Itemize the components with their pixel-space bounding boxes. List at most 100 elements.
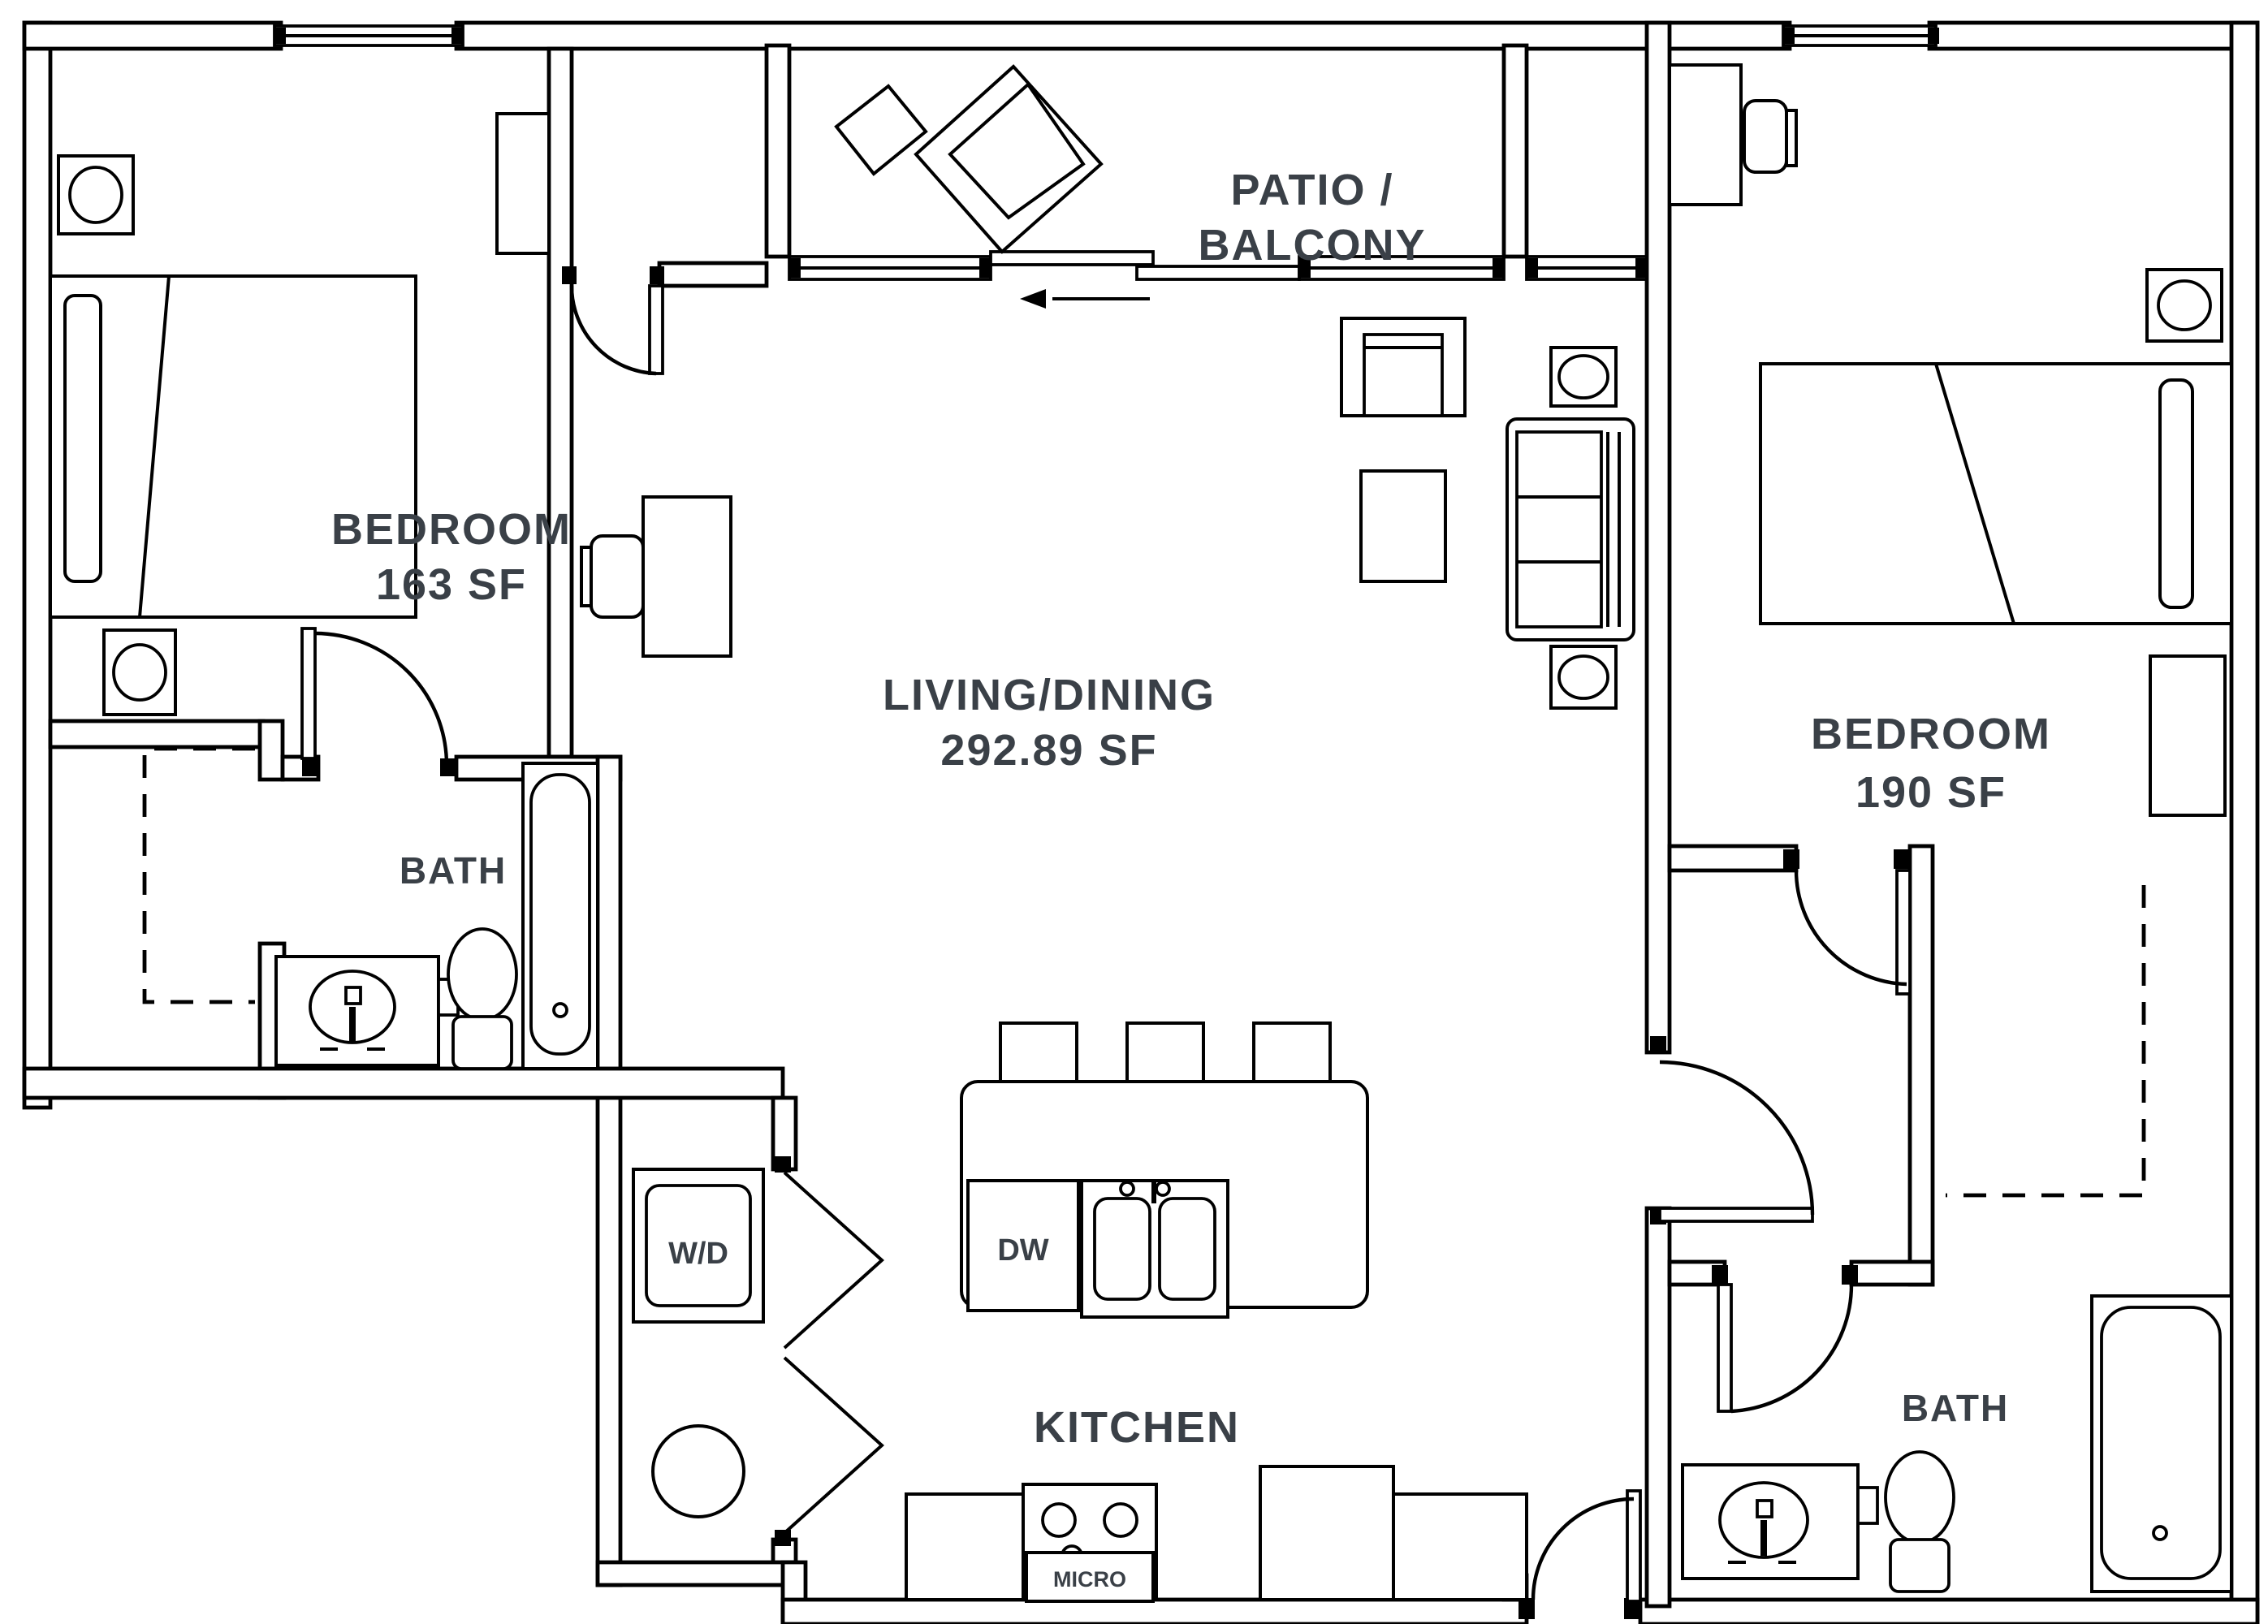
bedroom1-furniture [49,112,551,716]
washer-dryer-label: W/D [668,1237,728,1271]
queen-bed [49,274,417,619]
door-bifold-laundry [775,1156,884,1546]
closet-dashed-bath1 [142,746,255,1004]
wall-laundry-west [595,754,623,1587]
wall-bedroom1-east [546,46,574,759]
window-bedroom1 [273,24,464,47]
wall-bedroom1-south-step [257,719,285,782]
laundry-closet [632,1168,765,1518]
tub-drain [2152,1525,2168,1541]
closet-dashed-bath2 [1946,885,2146,1198]
bar-stool [999,1021,1078,1083]
patio-lounge-seat [948,81,1086,220]
wall-laundry-south [595,1560,795,1587]
bedroom1-area-label: 163 SF [376,560,527,609]
door-bath2 [1712,1265,1858,1414]
bedroom2-furniture [1668,63,2233,817]
wall-top-main [454,20,1792,51]
wall-bedroom2-west-lower [1644,1206,1672,1609]
dishwasher-label: DW [997,1233,1048,1268]
desk-chair [1743,99,1788,174]
kitchen-label: KITCHEN [1034,1403,1240,1452]
sofa [1506,417,1635,641]
window-bedroom2 [1782,24,1939,47]
wall-patio-right [1501,43,1529,259]
wall-top-bedroom2-right [1927,20,2260,51]
bath1-fixtures [274,762,599,1070]
coffee-table [1359,469,1447,583]
wall-bedroom1-south-left [48,719,266,749]
lamp-icon [1557,654,1609,700]
refrigerator [1259,1465,1395,1601]
wall-bath2-north-right [1849,1259,1935,1287]
bed-fold-line [1934,363,2015,624]
window-living-notch [1525,255,1648,281]
dishwasher [966,1179,1080,1312]
vanity-sink [1681,1463,1879,1580]
lamp-icon [2157,279,2212,331]
door-nook-closet [562,266,664,376]
lamp-icon [112,643,167,702]
desk [642,495,732,658]
toilet [447,927,518,1070]
wall-closet2-west [1907,844,1935,1287]
room-labels: BEDROOM 163 SF PATIO / BALCONY LIVING/DI… [331,166,2050,1592]
wall-left-exterior [22,20,53,1110]
counter [905,1492,1025,1601]
wall-kitchen-south [780,1597,1529,1624]
patio-furniture [834,64,1104,254]
wall-nook-closet [657,261,769,288]
desk-chair-back [1785,109,1798,167]
patio-label-line2: BALCONY [1199,221,1427,270]
window-patio-left [788,255,992,281]
wall-bedroom2-south [1667,844,1799,873]
armchair [1340,317,1467,417]
microwave [1025,1551,1155,1603]
living-area-label: 292.89 SF [940,726,1157,775]
patio-label-line1: PATIO / [1231,166,1394,214]
sliding-door-patio [989,250,1301,309]
bathtub [521,762,599,1070]
walls [22,20,2260,1624]
door-bedroom1-bath [300,627,456,776]
windows [273,24,1939,309]
washer-dryer-inner [645,1184,752,1307]
bed-fold-line [138,275,171,618]
wall-top-bedroom1-left [22,20,283,51]
bed-pillow [2158,378,2194,609]
slide-arrow-icon [1020,289,1046,309]
bedroom2-area-label: 190 SF [1855,768,2007,817]
bed-pillow [63,294,102,583]
dresser [495,112,551,255]
desk [1668,63,1743,206]
door-hall-vestibule [1650,1036,1815,1224]
doors [300,266,1912,1619]
double-sink [1080,1179,1229,1319]
counter [1392,1492,1528,1601]
stove [1022,1483,1158,1603]
bar-stool [1125,1021,1205,1083]
lamp-icon [1557,354,1609,400]
bedroom1-label: BEDROOM [331,505,572,554]
bath2-fixtures [1681,1294,2233,1593]
tub-drain [552,1002,568,1018]
bathtub [2090,1294,2233,1593]
water-heater [651,1424,745,1518]
wall-bedroom2-west-upper [1644,20,1672,1055]
wall-right-exterior [2229,20,2260,1624]
wall-south-east [1638,1597,2260,1624]
living-furniture [580,317,1635,710]
wall-patio-left [764,43,792,259]
bath2-label: BATH [1902,1387,2009,1429]
toilet [1884,1450,1955,1593]
door-entry [1518,1489,1642,1619]
bar-stool [1252,1021,1332,1083]
living-label: LIVING/DINING [883,671,1216,719]
bath1-label: BATH [400,849,507,892]
microwave-label: MICRO [1053,1567,1126,1592]
wall-bath1-south [22,1066,785,1100]
desk-chair-back [580,546,593,607]
soap-ledge [1856,1486,1879,1525]
vanity-sink [274,955,460,1067]
